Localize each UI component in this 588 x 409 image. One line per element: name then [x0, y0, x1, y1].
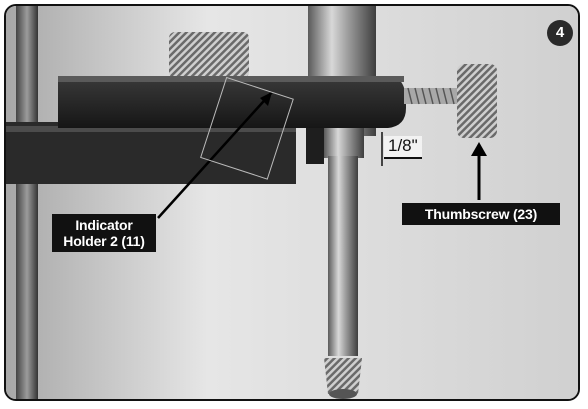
thumbscrew-head — [457, 64, 497, 138]
photo-frame: 4 1/8" Indicator Holder 2 (11) Thumbscre… — [4, 4, 580, 401]
indicator-label-line1: Indicator — [75, 217, 133, 233]
collar — [306, 128, 324, 164]
indicator-leader-line — [157, 91, 273, 219]
indicator-holder — [58, 76, 406, 128]
indicator-holder-label: Indicator Holder 2 (11) — [52, 214, 156, 252]
top-knob — [169, 32, 249, 78]
left-post — [16, 6, 38, 399]
indicator-stem — [328, 156, 358, 356]
thumbscrew-label: Thumbscrew (23) — [402, 203, 560, 225]
step-number-badge: 4 — [547, 20, 573, 46]
assembly-photo — [6, 6, 578, 399]
gap-measurement: 1/8" — [384, 136, 422, 159]
indicator-label-line2: Holder 2 (11) — [63, 233, 145, 249]
stem-upper — [324, 128, 364, 158]
lower-arm — [6, 122, 296, 184]
stem-tip — [324, 358, 362, 394]
